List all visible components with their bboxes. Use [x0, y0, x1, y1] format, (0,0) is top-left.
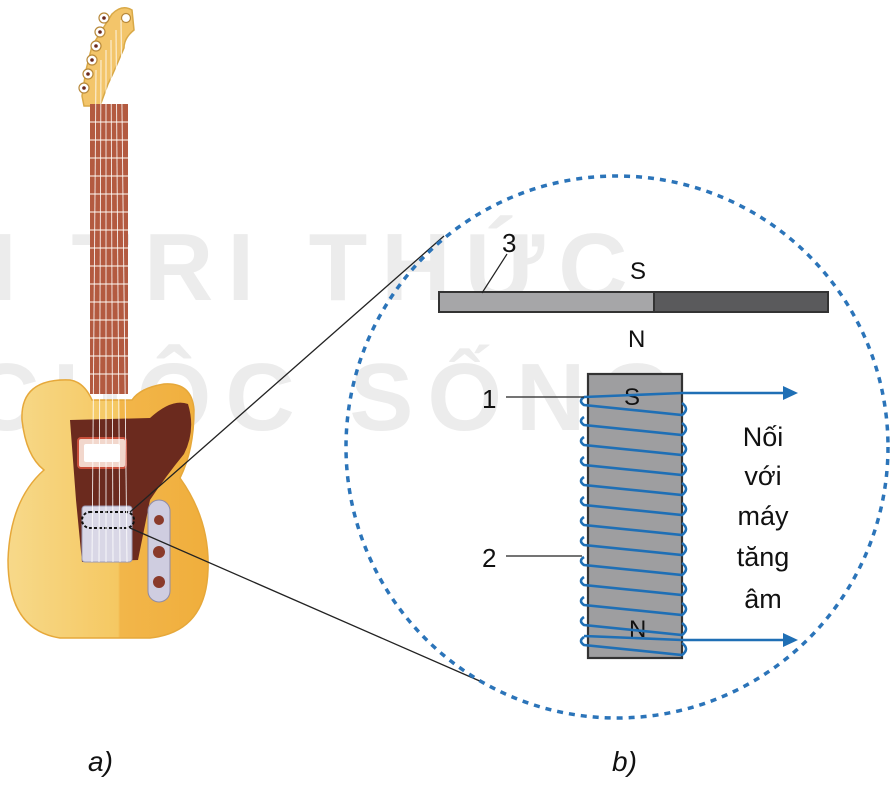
string-pole-bottom-label: N — [628, 326, 645, 353]
coil-winding — [579, 391, 688, 657]
output-wires — [682, 386, 798, 647]
frets — [90, 121, 128, 375]
electric-guitar-illustration — [7, 7, 209, 639]
note-line-3: máy — [737, 501, 789, 531]
callout-label-2: 2 — [482, 543, 496, 573]
coil-turn — [579, 435, 688, 457]
coil-turn — [579, 515, 688, 537]
bridge-pickup-highlight — [81, 511, 135, 529]
coil-turn — [579, 575, 688, 597]
note-line-4: tăng — [737, 542, 790, 572]
core-pole-top-label: S — [624, 384, 640, 411]
note-line-1: Nối — [743, 422, 784, 452]
guitar-strings — [91, 19, 128, 563]
coil-turn — [579, 495, 688, 517]
string-pole-top-label: S — [630, 258, 646, 285]
coil-turn — [579, 395, 688, 417]
coil-lead-bottom — [583, 634, 683, 642]
guitar-neck — [90, 104, 128, 394]
magnified-view-circle — [344, 174, 890, 720]
coil-lead-top — [583, 391, 683, 399]
callout-label-3: 3 — [502, 228, 516, 258]
coil-turn — [579, 615, 688, 637]
coil-turn — [579, 475, 688, 497]
zoom-line-bottom — [129, 527, 483, 683]
coil-turn — [579, 535, 688, 557]
note-line-5: âm — [744, 584, 782, 614]
coil-turn — [579, 595, 688, 617]
note-line-2: với — [744, 461, 781, 491]
string-segment-left — [438, 291, 655, 313]
coil-turn — [579, 635, 688, 657]
string-segment-right — [653, 291, 829, 313]
coil-turn — [579, 415, 688, 437]
panel-b-caption: b) — [612, 746, 637, 777]
zoom-line-top — [129, 235, 445, 513]
control-knobs — [153, 515, 165, 588]
coil-turn — [579, 555, 688, 577]
bridge-plate — [81, 505, 133, 563]
connection-note: Nối với máy tăng âm — [737, 422, 790, 614]
coil-turn — [579, 455, 688, 477]
callout-label-1: 1 — [482, 384, 496, 414]
panel-a-caption: a) — [88, 746, 113, 777]
callout-line-3 — [481, 253, 508, 294]
